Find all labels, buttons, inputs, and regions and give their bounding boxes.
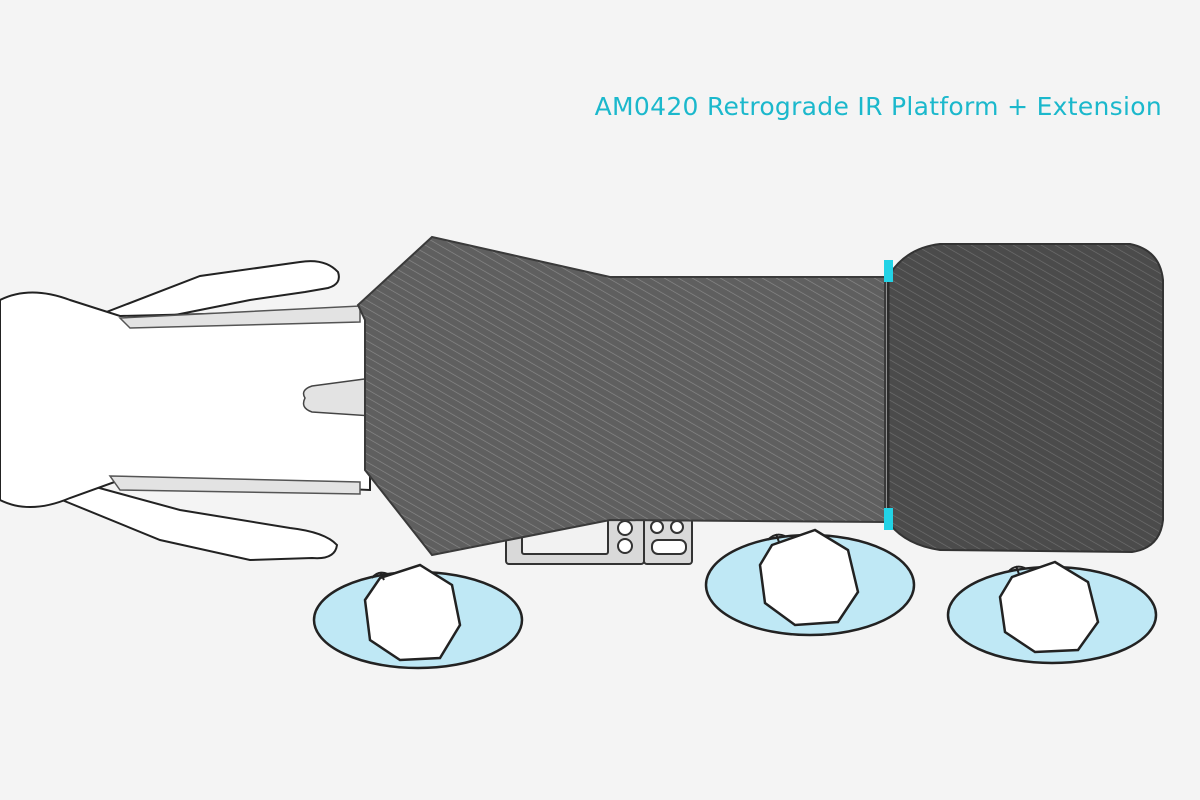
hinge-top-marker <box>884 260 893 282</box>
patient-figure-icon <box>0 260 373 562</box>
hinge-bottom-marker <box>884 508 893 530</box>
diagram-title: AM0420 Retrograde IR Platform + Extensio… <box>594 92 1162 121</box>
staff-head-icon <box>704 528 916 637</box>
staff-head-icon <box>946 560 1158 665</box>
platform-extension <box>886 243 1164 554</box>
ir-platform <box>356 235 886 557</box>
staff-head-icon <box>312 563 524 670</box>
